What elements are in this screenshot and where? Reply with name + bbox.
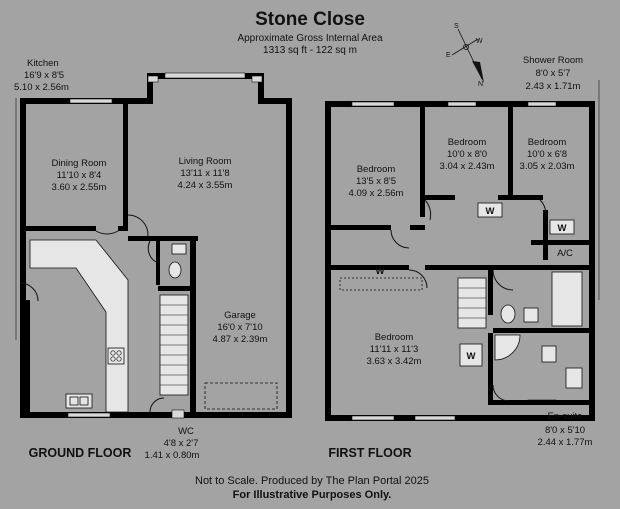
window	[67, 412, 111, 418]
kitchen-imperial: 16'9 x 8'5	[24, 70, 64, 81]
bedroom1-name: Bedroom	[357, 164, 396, 175]
bedroom3-name: Bedroom	[528, 137, 567, 148]
bedroom2-name: Bedroom	[448, 137, 487, 148]
wardrobe-unit	[339, 277, 423, 291]
door-swing	[539, 199, 547, 219]
garage-name: Garage	[224, 310, 256, 321]
door-swing	[408, 269, 428, 289]
window	[147, 75, 159, 83]
living-metric: 4.24 x 3.55m	[178, 180, 233, 191]
bedroom3-imperial: 10'0 x 6'8	[527, 149, 567, 160]
kitchen-worktop	[29, 239, 129, 413]
bedroom4-name: Bedroom	[375, 332, 414, 343]
ground-floor-plan	[15, 72, 292, 419]
window	[351, 415, 395, 421]
window	[69, 98, 113, 104]
shower-icon	[494, 334, 521, 361]
dining-name: Dining Room	[52, 158, 107, 169]
window	[251, 75, 263, 83]
shower-name: Shower Room	[523, 55, 583, 66]
toilet-icon	[500, 304, 516, 324]
ensuite-metric: 2.44 x 1.77m	[538, 437, 593, 448]
basin-icon	[541, 345, 557, 363]
hob-icon	[107, 347, 125, 365]
footer-disclaimer: For Illustrative Purposes Only.	[233, 489, 392, 501]
window	[447, 101, 477, 107]
ensuite-imperial: 8'0 x 5'10	[545, 425, 585, 436]
door-swing	[424, 199, 432, 221]
compass-n-label: N	[478, 81, 483, 88]
property-title: Stone Close	[255, 9, 365, 30]
wardrobe-label: W	[467, 351, 476, 362]
door-swing	[492, 384, 510, 402]
garage-door	[204, 382, 278, 410]
first-floor-plan	[325, 80, 600, 421]
bedroom1-imperial: 13'5 x 8'5	[356, 176, 396, 187]
compass-w-label: W	[476, 38, 483, 45]
compass-e-label: E	[446, 52, 451, 59]
window	[171, 409, 185, 419]
compass-s-label: S	[454, 23, 459, 30]
wardrobe-label: W	[376, 266, 385, 277]
shower-metric: 2.43 x 1.71m	[526, 81, 581, 92]
wc-metric: 1.41 x 0.80m	[145, 450, 200, 461]
door-swing	[19, 282, 39, 302]
living-imperial: 13'11 x 11'8	[180, 168, 229, 179]
door-swing	[390, 229, 410, 249]
bedroom3-metric: 3.05 x 2.03m	[520, 161, 575, 172]
basin-icon	[171, 243, 187, 255]
bedroom2-imperial: 10'0 x 8'0	[447, 149, 487, 160]
toilet-icon	[565, 367, 583, 389]
wardrobe-label: W	[486, 206, 495, 217]
window	[527, 101, 557, 107]
basin-icon	[523, 307, 539, 323]
front-door-swing	[149, 397, 165, 413]
door-swing	[147, 240, 157, 263]
area-value: 1313 sq ft - 122 sq m	[263, 45, 357, 56]
first-floor-label: FIRST FLOOR	[328, 446, 411, 460]
door-swing	[95, 230, 119, 235]
footer-scale-note: Not to Scale. Produced by The Plan Porta…	[195, 475, 429, 487]
window	[414, 415, 456, 421]
ac-label: A/C	[557, 248, 573, 259]
garage-metric: 4.87 x 2.39m	[213, 334, 268, 345]
dining-imperial: 11'10 x 8'4	[57, 170, 102, 181]
bedroom1-metric: 4.09 x 2.56m	[349, 188, 404, 199]
kitchen-metric: 5.10 x 2.56m	[14, 82, 69, 93]
window	[164, 72, 246, 79]
living-name: Living Room	[179, 156, 232, 167]
window	[351, 101, 395, 107]
compass-icon: S W E N	[446, 23, 484, 88]
bedroom2-metric: 3.04 x 2.43m	[440, 161, 495, 172]
garage-imperial: 16'0 x 7'10	[217, 322, 262, 333]
dining-metric: 3.60 x 2.55m	[52, 182, 107, 193]
wardrobe-label: W	[558, 223, 567, 234]
door-swing	[492, 269, 514, 291]
bath-icon	[551, 271, 583, 327]
area-caption: Approximate Gross Internal Area	[237, 33, 383, 44]
kitchen-name: Kitchen	[27, 58, 59, 69]
toilet-icon	[168, 261, 182, 279]
bedroom4-imperial: 11'11 x 11'3	[370, 344, 419, 355]
wc-imperial: 4'8 x 2'7	[164, 438, 199, 449]
ground-floor-label: GROUND FLOOR	[29, 446, 132, 460]
wc-name: WC	[178, 426, 194, 437]
bedroom4-metric: 3.63 x 3.42m	[367, 356, 422, 367]
shower-imperial: 8'0 x 5'7	[536, 68, 571, 79]
staircase	[457, 277, 487, 329]
door-swing	[127, 214, 149, 237]
ensuite-name: En-suite	[548, 411, 583, 422]
